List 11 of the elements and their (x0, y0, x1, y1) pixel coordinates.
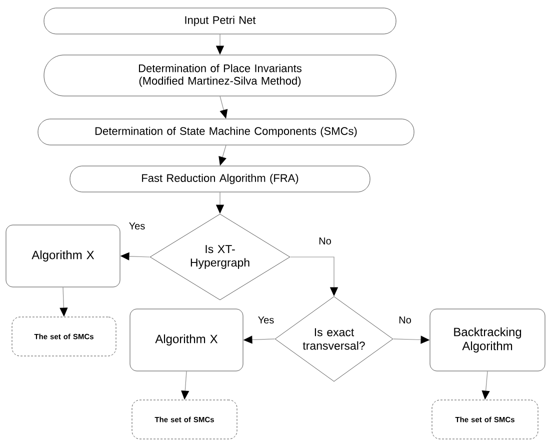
process-box: Algorithm X (6, 224, 120, 288)
terminal-box: Input Petri Net (44, 8, 396, 34)
terminal-box: Fast Reduction Algorithm (FRA) (70, 166, 370, 192)
terminal-box: Determination of State Machine Components (SMCs) (38, 118, 414, 146)
terminal-box: Determination of Place Invariants (Modified Martinez-Silva Method) (44, 54, 396, 96)
process-box: Algorithm X (130, 308, 244, 372)
edge-label: No (318, 236, 332, 246)
edge-label: No (398, 316, 412, 324)
edge-label: Yes (128, 222, 146, 230)
process-box: Backtracking Algorithm (430, 308, 546, 372)
edge-label: Yes (256, 316, 276, 324)
